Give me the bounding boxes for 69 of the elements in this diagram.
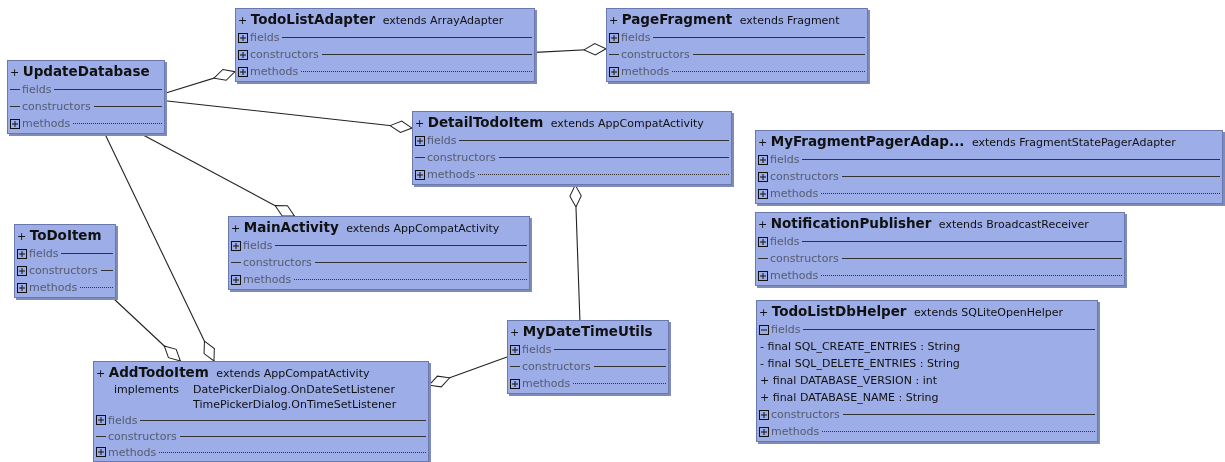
section-label: constructors	[249, 48, 320, 61]
class-header: + AddTodoItem extends AppCompatActivity	[96, 363, 371, 382]
section-label: constructors	[21, 100, 92, 113]
section-label: fields	[426, 134, 458, 147]
section-label: fields	[107, 413, 139, 427]
class-box	[755, 130, 1223, 204]
class-header: + MainActivity extends AppCompatActivity	[231, 218, 501, 237]
section-label: methods	[242, 273, 293, 286]
class-header: + ToDoItem	[17, 226, 103, 245]
class-box	[606, 8, 868, 82]
class-header: + NotificationPublisher extends BroadcastReceiver	[758, 214, 1090, 233]
class-header: + PageFragment extends Fragment	[609, 10, 841, 29]
class-box	[756, 300, 1098, 442]
section-label: methods	[249, 65, 300, 78]
section-label: constructors	[770, 408, 841, 421]
section-label: fields	[28, 247, 60, 260]
aggregation-line	[534, 43, 607, 56]
section-label: methods	[769, 269, 820, 282]
field-text: + final DATABASE_NAME : String	[759, 390, 940, 406]
class-box	[235, 8, 535, 82]
aggregation-line	[428, 356, 508, 388]
field-text: - final SQL_CREATE_ENTRIES : String	[759, 339, 962, 355]
interface-name: DatePickerDialog.OnDateSetListener	[193, 382, 396, 397]
section-label: constructors	[620, 48, 691, 61]
section-label: constructors	[107, 429, 178, 443]
interface-name: TimePickerDialog.OnTimeSetListener	[193, 397, 397, 412]
class-box	[755, 212, 1125, 286]
section-label: fields	[769, 153, 801, 166]
section-label: methods	[620, 65, 671, 78]
section-label: methods	[770, 425, 821, 438]
class-header: + TodoListAdapter extends ArrayAdapter	[238, 10, 505, 29]
class-header: + MyDateTimeUtils	[510, 322, 654, 341]
section-label: constructors	[769, 170, 840, 183]
class-box	[93, 361, 429, 462]
section-label: fields	[521, 343, 553, 356]
class-box	[507, 320, 669, 394]
field-text: + final DATABASE_VERSION : int	[759, 373, 939, 389]
section-label: methods	[769, 187, 820, 200]
section-label: constructors	[426, 151, 497, 164]
aggregation-line	[164, 68, 236, 94]
class-header: + MyFragmentPagerAdap... extends FragmentStatePagerAdapter	[758, 132, 1177, 151]
aggregation-line	[569, 184, 582, 321]
section-label: methods	[21, 117, 72, 130]
section-label: methods	[521, 377, 572, 390]
section-label: methods	[28, 281, 79, 294]
field-text: - final SQL_DELETE_ENTRIES : String	[759, 356, 961, 372]
section-label: fields	[769, 235, 801, 248]
class-box	[228, 216, 530, 290]
implements-keyword: implements	[114, 382, 180, 397]
section-label: fields	[242, 239, 274, 252]
section-label: methods	[426, 168, 477, 181]
aggregation-line	[164, 100, 413, 133]
section-label: fields	[770, 323, 802, 336]
section-label: constructors	[769, 252, 840, 265]
class-header: + DetailTodoItem extends AppCompatActivity	[415, 113, 705, 132]
section-label: fields	[21, 83, 53, 96]
section-label: fields	[620, 31, 652, 44]
class-box	[14, 224, 116, 298]
class-box	[7, 60, 165, 134]
section-label: constructors	[242, 256, 313, 269]
class-header: + TodoListDbHelper extends SQLiteOpenHelper	[759, 302, 1064, 321]
aggregation-line	[104, 133, 215, 362]
section-label: constructors	[28, 264, 99, 277]
section-label: constructors	[521, 360, 592, 373]
aggregation-line	[112, 297, 181, 362]
class-header: + UpdateDatabase	[10, 62, 151, 81]
section-label: fields	[249, 31, 281, 44]
section-label: methods	[107, 445, 158, 459]
class-box	[412, 111, 732, 185]
